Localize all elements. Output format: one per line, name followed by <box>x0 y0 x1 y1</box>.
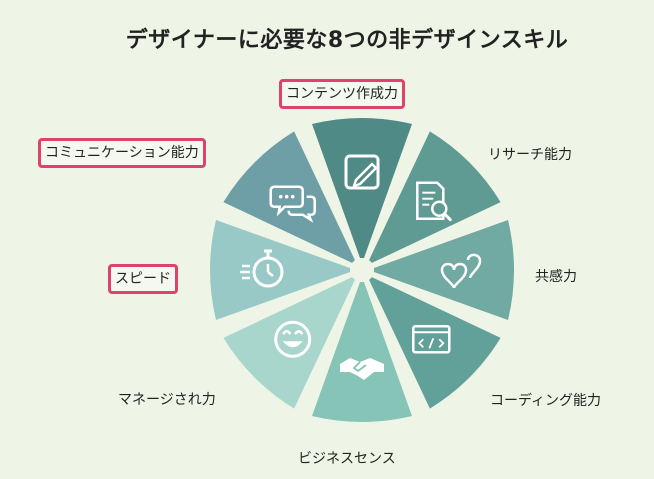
segment-manageability <box>223 277 355 409</box>
segment-shape <box>369 131 501 263</box>
segment-shape <box>210 220 350 320</box>
label-research: リサーチ能力 <box>488 147 572 163</box>
segment-research <box>369 131 501 263</box>
segment-empathy <box>374 220 514 320</box>
label-business-sense: ビジネスセンス <box>298 451 396 467</box>
segment-business-sense <box>312 282 412 422</box>
segment-shape <box>374 220 514 320</box>
segment-communication <box>223 131 355 263</box>
label-communication: コミュニケーション能力 <box>38 138 206 168</box>
segment-coding <box>369 277 501 409</box>
segment-shape <box>312 282 412 422</box>
label-speed: スピード <box>108 264 178 294</box>
hearts-icon <box>440 253 482 289</box>
label-empathy: 共感力 <box>535 269 577 285</box>
smiley-icon <box>274 320 312 358</box>
handshake-icon <box>340 358 384 380</box>
label-coding: コーディング能力 <box>490 393 602 409</box>
segment-shape <box>369 277 501 409</box>
segment-speed <box>210 220 350 320</box>
segment-shape <box>223 131 355 263</box>
chat-bubbles-icon <box>269 185 316 223</box>
label-manageability: マネージされ力 <box>118 392 216 408</box>
stopwatch-icon <box>240 249 284 288</box>
document-search-icon <box>416 181 452 222</box>
pencil-note-icon <box>344 154 380 190</box>
page-title: デザイナーに必要な8つの非デザインスキル <box>125 28 569 53</box>
code-window-icon <box>412 325 451 354</box>
label-content-creation: コンテンツ作成力 <box>279 79 405 109</box>
segment-content-creation <box>312 118 412 258</box>
